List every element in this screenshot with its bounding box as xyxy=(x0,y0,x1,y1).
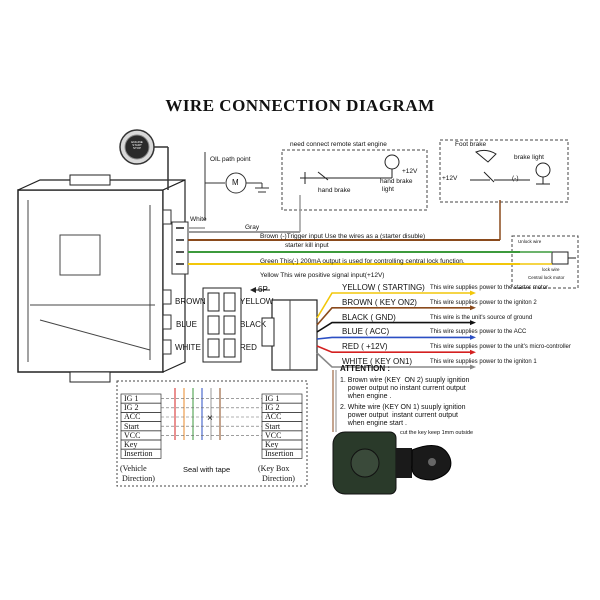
harness-wire xyxy=(316,352,470,368)
harness-wire-fan xyxy=(316,290,476,432)
wire-description: This wire supplies power to the igniton … xyxy=(430,299,537,306)
key-box-direction-2: Direction) xyxy=(262,474,295,483)
unlock-wire-label: Unlock wire xyxy=(518,239,542,244)
harness-wire xyxy=(316,336,470,340)
control-module xyxy=(17,174,186,383)
table-row-label: Insertion xyxy=(265,449,294,459)
key-note: cut the key keep 1mm outside xyxy=(400,430,474,436)
push-start-button xyxy=(119,129,155,165)
table-row-label: Start xyxy=(124,421,140,431)
brown-wire-label-2: starter kill input xyxy=(285,242,329,249)
page-title: WIRE CONNECTION DIAGRAM xyxy=(165,96,435,115)
table-row-label: Key xyxy=(265,440,279,449)
vehicle-direction-2: Direction) xyxy=(122,474,155,483)
gray-wire-label: Gray xyxy=(245,224,260,231)
table-row-label: IG 1 xyxy=(124,394,139,403)
wire-arrow xyxy=(470,290,476,296)
table-row-label: IG 1 xyxy=(265,394,280,403)
wire-name: BLUE ( ACC) xyxy=(342,327,390,337)
key-table-grid xyxy=(120,388,303,459)
attention-heading: ATTENTION : xyxy=(340,364,391,373)
wire-description: This wire supplies power to the starter … xyxy=(430,285,549,291)
yellow-wire-label: Yellow This wire positive signal input(+… xyxy=(260,272,385,279)
hand-brake-light-label-1: hand brake xyxy=(380,178,413,185)
module-wires xyxy=(188,195,552,265)
wire-name: BROWN ( KEY ON2) xyxy=(342,297,417,307)
harness-wire xyxy=(316,321,470,333)
foot-brake-heading: Foot brake xyxy=(455,141,487,148)
attention-note-2: 2. White wire (KEY ON 1) suuply ignition… xyxy=(340,404,466,427)
central-lock-motor-label: Central lock motor xyxy=(528,275,565,280)
attention-note-1: 1. Brown wire (KEY ON 2) suuply ignition… xyxy=(340,377,470,400)
table-row-label: IG 2 xyxy=(124,403,139,413)
pin-brown: BROWN xyxy=(175,297,206,306)
table-cell xyxy=(261,448,303,459)
remote-plus12: +12V xyxy=(402,168,418,175)
wire-arrow xyxy=(470,364,476,370)
remote-box-heading: need connect remote start engine xyxy=(290,141,387,148)
pin-white: WHITE xyxy=(175,343,201,352)
pin-yellow: YELLOW xyxy=(240,297,274,306)
foot-brake-box xyxy=(439,139,569,203)
wire-arrow xyxy=(470,320,476,326)
seal-with-tape-label: Seal with tape xyxy=(183,465,231,474)
brake-light-label: brake light xyxy=(514,154,544,161)
remote-start-box xyxy=(281,149,428,211)
white-wire-label: White xyxy=(190,216,207,223)
harness-wire xyxy=(316,292,470,319)
hand-brake-label: hand brake xyxy=(318,187,351,194)
brown-wire-label: Brown (-)Trigger input Use the wires as … xyxy=(260,233,426,240)
harness-wire xyxy=(316,345,470,353)
motor-symbol: M xyxy=(232,178,239,187)
pin-blue: BLUE xyxy=(176,320,197,329)
table-row-label: VCC xyxy=(265,430,282,440)
hand-brake-light-label-2: light xyxy=(382,186,394,193)
connector-6p xyxy=(202,287,270,363)
key-table-frame xyxy=(116,380,308,487)
table-row-label: Key xyxy=(124,440,138,449)
pin-red: RED xyxy=(240,343,257,352)
foot-minus: (-) xyxy=(512,175,519,182)
wire-arrow xyxy=(470,349,476,355)
module-wire-connector xyxy=(171,221,189,275)
vehicle-direction-1: (Vehicle xyxy=(120,464,147,473)
foot-plus12: +12V xyxy=(442,175,458,182)
wire-arrow xyxy=(470,334,476,340)
key-box-direction-1: (Key Box xyxy=(258,464,290,473)
pin-black: BLACK xyxy=(240,320,267,329)
table-cell xyxy=(120,448,162,459)
wire-name: RED ( +12V) xyxy=(342,342,388,352)
ignition-key xyxy=(332,431,452,495)
wire-name: WHITE ( KEY ON1) xyxy=(342,357,413,366)
lock-wire-label: lock wire xyxy=(542,267,560,272)
table-row-label: Start xyxy=(265,421,281,431)
wire-description: This wire supplies power to the igniton … xyxy=(430,359,537,365)
wire-description: This wire supplies power to the ACC xyxy=(430,329,527,336)
table-row-label: ACC xyxy=(265,412,282,422)
wire-description: This wire is the unit's source of ground xyxy=(430,314,533,321)
harness-wire xyxy=(316,307,470,326)
wire-name: YELLOW ( STARTING) xyxy=(342,283,425,292)
wire-arrow xyxy=(470,305,476,311)
oil-path-label: OIL path point xyxy=(210,156,251,163)
table-row-label: ACC xyxy=(124,412,141,422)
harness-plug xyxy=(261,299,318,371)
wire-name: BLACK ( GND) xyxy=(342,312,396,322)
wire-description: This wire supplies power to the unit's m… xyxy=(430,344,571,351)
table-row-label: IG 2 xyxy=(265,403,280,413)
connector-6p-label: 6P xyxy=(258,285,268,294)
seal-cross: × xyxy=(207,413,213,424)
table-row-label: VCC xyxy=(124,430,141,440)
green-wire-label: Green This(-) 200mA output is used for c… xyxy=(260,258,465,265)
table-row-label: Insertion xyxy=(124,449,153,459)
central-lock-box xyxy=(511,235,579,289)
oil-path xyxy=(204,152,269,220)
